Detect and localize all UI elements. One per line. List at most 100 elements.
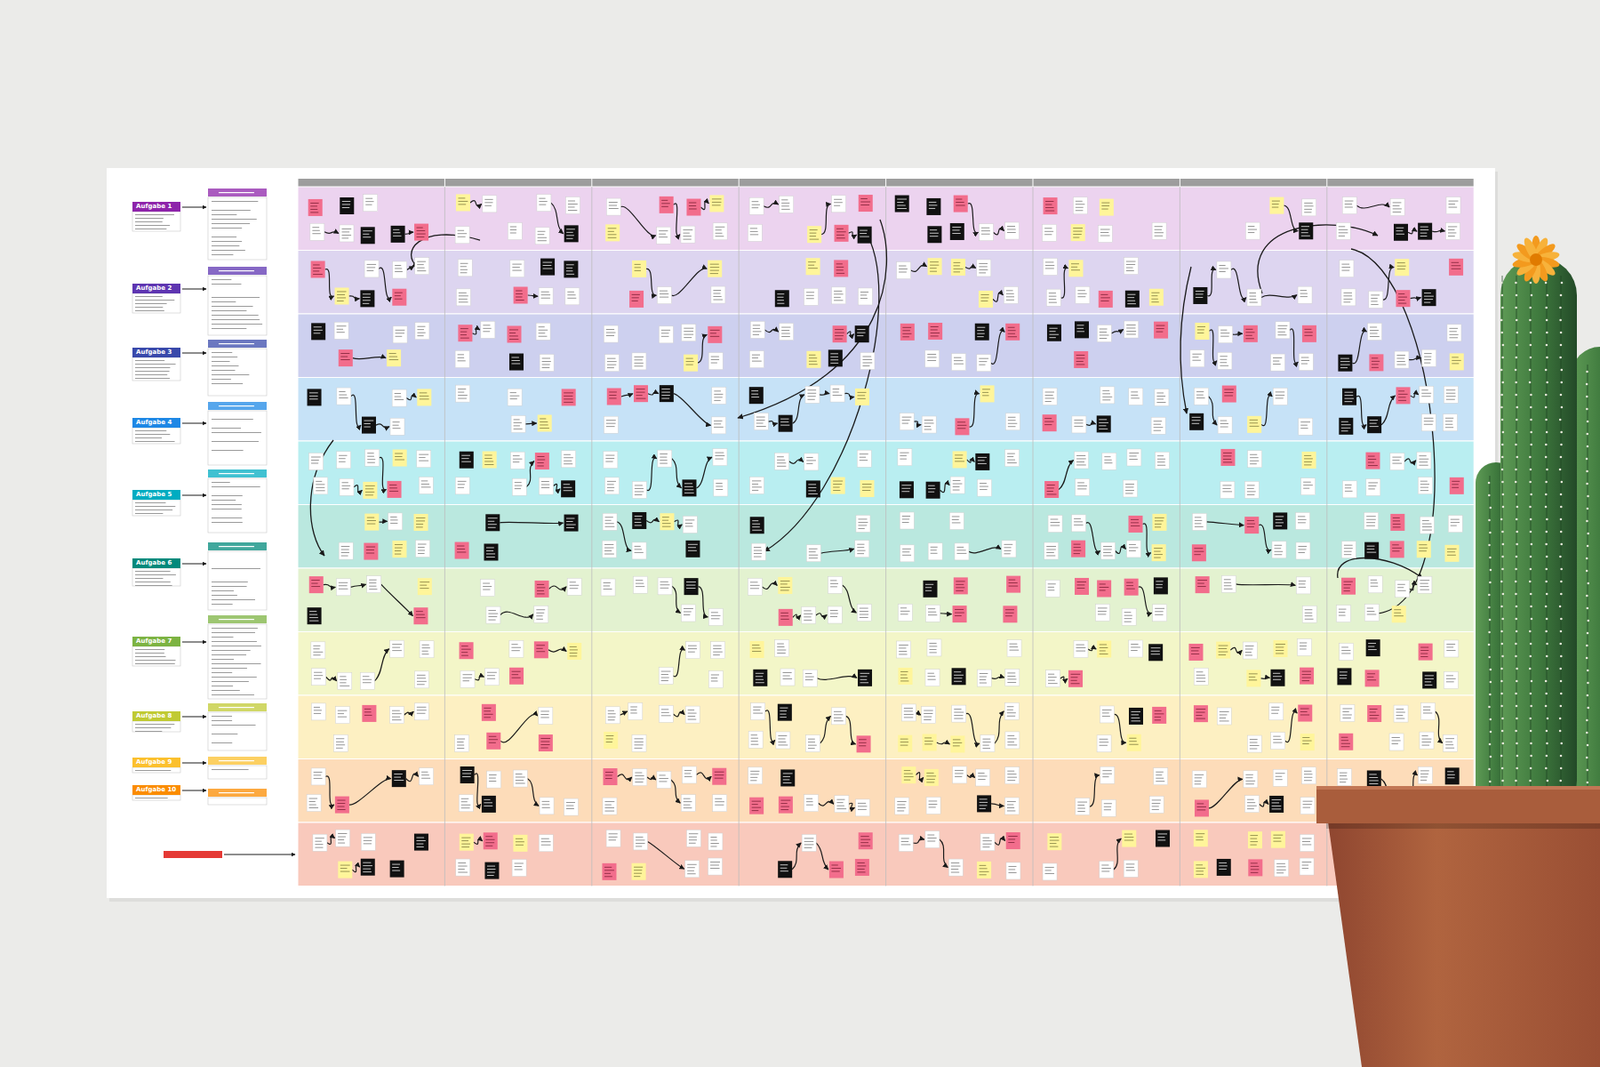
text-placeholder-line xyxy=(858,744,866,747)
note-connector xyxy=(1261,395,1272,426)
text-placeholder-line xyxy=(461,654,469,656)
text-placeholder-line xyxy=(929,267,937,270)
text-placeholder-line xyxy=(659,289,668,292)
text-placeholder-line xyxy=(978,357,989,360)
sticky-note xyxy=(364,513,379,531)
text-placeholder-line xyxy=(394,267,402,270)
text-placeholder-line xyxy=(780,864,789,866)
text-placeholder-line xyxy=(635,835,643,838)
text-placeholder-line xyxy=(310,208,318,210)
text-placeholder-line xyxy=(363,419,374,422)
text-placeholder-line xyxy=(458,291,467,294)
text-placeholder-line xyxy=(512,457,523,460)
panel-header xyxy=(208,542,267,551)
text-placeholder-line xyxy=(982,744,989,746)
text-placeholder-line xyxy=(541,480,550,483)
text-placeholder-line xyxy=(904,706,913,709)
note-connector xyxy=(326,676,337,681)
text-placeholder-line xyxy=(752,207,760,209)
text-placeholder-line xyxy=(211,383,243,384)
text-placeholder-line xyxy=(687,869,695,872)
text-placeholder-line xyxy=(979,807,986,809)
text-placeholder-line xyxy=(606,737,614,740)
sticky-note xyxy=(924,768,939,786)
text-placeholder-line xyxy=(711,614,721,616)
text-placeholder-line xyxy=(830,352,839,355)
text-placeholder-line xyxy=(683,607,694,609)
text-placeholder-line xyxy=(634,548,643,551)
sticky-note xyxy=(928,543,943,560)
text-placeholder-line xyxy=(511,360,520,362)
text-placeholder-line xyxy=(860,675,868,678)
text-placeholder-line xyxy=(904,772,913,775)
text-placeholder-line xyxy=(510,225,517,228)
sticky-note xyxy=(484,862,499,880)
text-placeholder-line xyxy=(482,585,492,588)
text-placeholder-line xyxy=(211,627,258,629)
text-placeholder-line xyxy=(461,800,468,803)
text-placeholder-line xyxy=(1009,646,1019,648)
text-placeholder-line xyxy=(211,481,231,483)
text-placeholder-line xyxy=(930,545,938,548)
text-placeholder-line xyxy=(688,543,698,545)
column-headers xyxy=(298,178,1474,187)
text-placeholder-line xyxy=(416,260,426,263)
sticky-note xyxy=(1005,668,1020,686)
sticky-note xyxy=(486,606,501,624)
text-placeholder-line xyxy=(808,492,818,495)
text-placeholder-line xyxy=(569,587,579,590)
text-placeholder-line xyxy=(688,835,697,838)
text-placeholder-line xyxy=(927,840,936,842)
note-connector xyxy=(696,456,712,488)
sticky-note xyxy=(361,704,376,722)
text-placeholder-line xyxy=(710,272,719,275)
sticky-note xyxy=(707,260,722,278)
tag-body xyxy=(132,767,181,773)
text-placeholder-line xyxy=(896,809,904,812)
tag-arrow xyxy=(182,563,207,565)
sticky-note xyxy=(708,857,723,875)
text-placeholder-line xyxy=(752,360,762,362)
text-placeholder-line xyxy=(367,458,376,461)
text-placeholder-line xyxy=(635,845,642,848)
text-placeholder-line xyxy=(416,677,426,680)
sticky-note xyxy=(831,477,846,495)
sticky-note xyxy=(976,669,992,687)
text-placeholder-line xyxy=(395,332,405,335)
text-placeholder-line xyxy=(341,548,350,551)
text-placeholder-line xyxy=(926,775,936,777)
text-placeholder-line xyxy=(899,457,907,460)
sticky-note xyxy=(561,388,576,406)
text-placeholder-line xyxy=(510,398,518,400)
text-placeholder-line xyxy=(924,736,932,739)
text-placeholder-line xyxy=(607,357,616,360)
text-placeholder-line xyxy=(514,862,524,864)
text-placeholder-line xyxy=(836,233,845,236)
text-placeholder-line xyxy=(341,237,349,240)
sticky-note xyxy=(333,734,348,752)
note-connector xyxy=(696,772,712,779)
text-placeholder-line xyxy=(752,480,761,482)
text-placeholder-line xyxy=(750,773,760,776)
text-placeholder-line xyxy=(340,867,348,870)
sticky-note xyxy=(926,198,941,216)
text-placeholder-line xyxy=(752,643,760,646)
text-placeholder-line xyxy=(661,202,671,205)
text-placeholder-line xyxy=(392,234,401,237)
text-placeholder-line xyxy=(604,872,611,874)
text-placeholder-line xyxy=(976,326,985,328)
text-placeholder-line xyxy=(605,522,615,525)
tag-body xyxy=(132,720,181,732)
note-connector xyxy=(1356,204,1390,208)
text-placeholder-line xyxy=(776,642,784,645)
note-connector xyxy=(1408,230,1417,234)
text-placeholder-line xyxy=(928,651,936,654)
text-placeholder-line xyxy=(135,217,164,219)
text-placeholder-line xyxy=(392,712,402,715)
text-placeholder-line xyxy=(684,775,693,777)
sticky-note xyxy=(605,224,620,241)
text-placeholder-line xyxy=(566,527,575,529)
sticky-note xyxy=(632,542,647,560)
text-placeholder-line xyxy=(833,198,842,200)
text-placeholder-line xyxy=(540,740,550,743)
